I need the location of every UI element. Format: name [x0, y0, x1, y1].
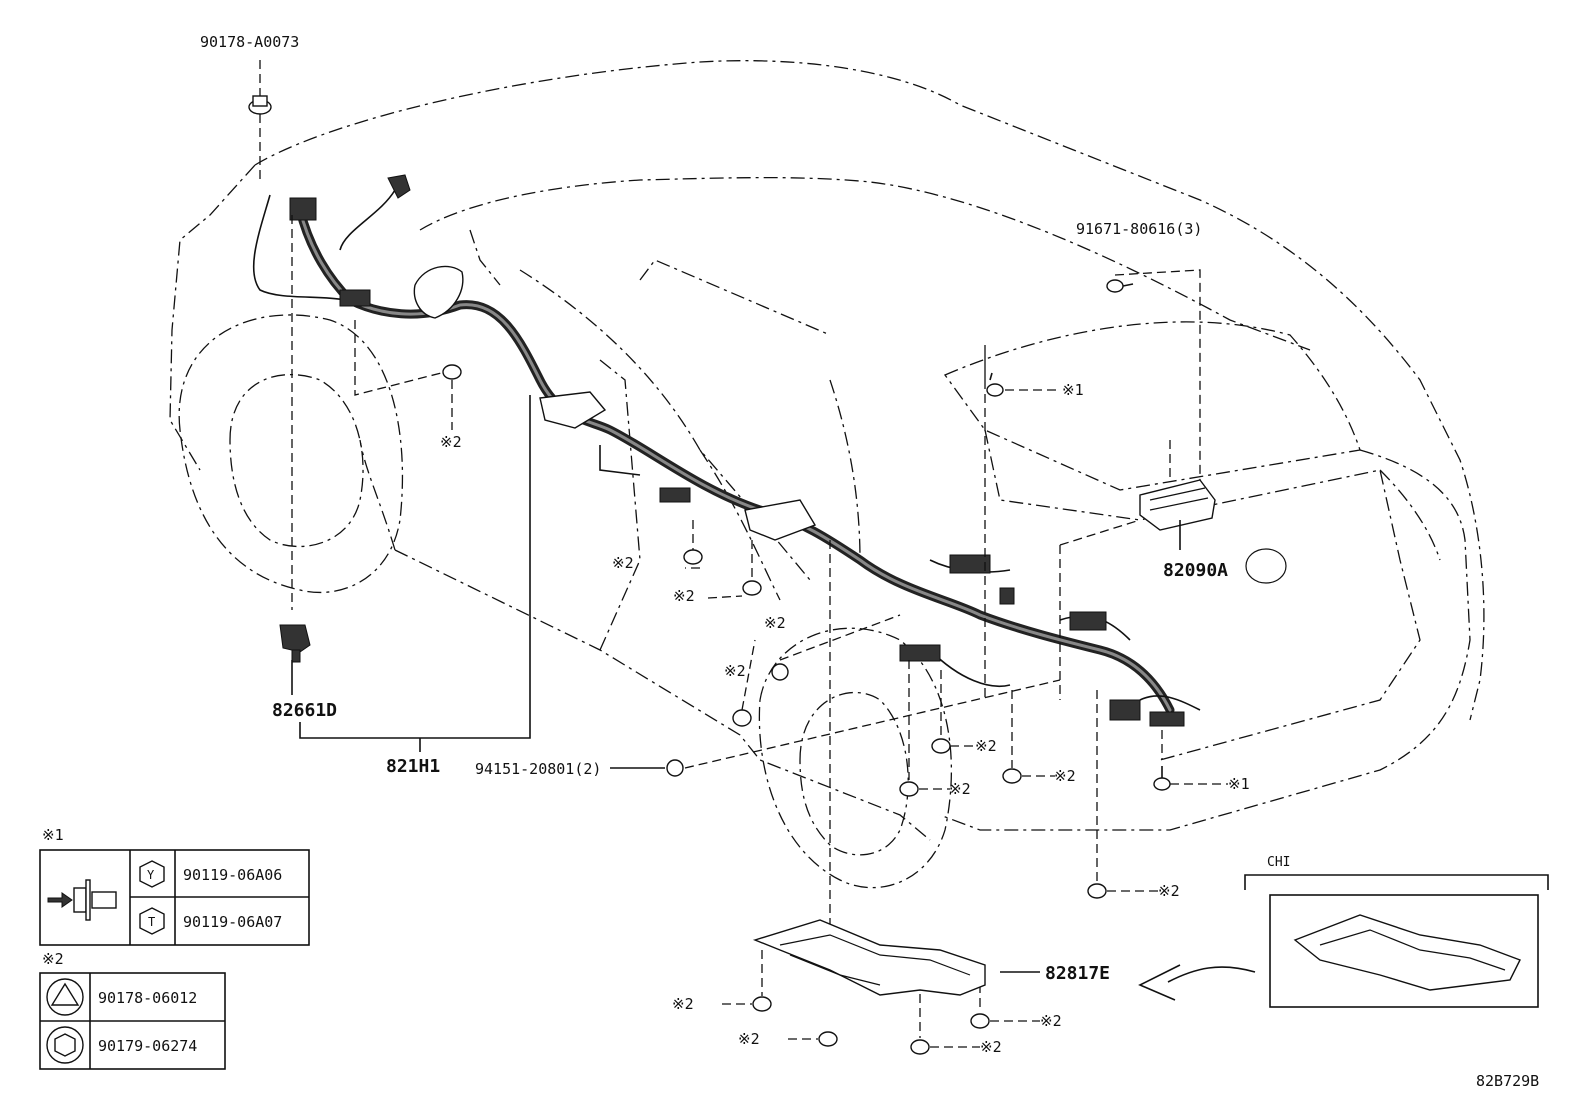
label-91671-80616: 91671-80616(3) — [1076, 220, 1202, 238]
label-clip-b: ※2 — [673, 587, 695, 605]
label-clip-g: ※2 — [949, 780, 971, 798]
leader-lines — [259, 60, 1228, 1048]
label-mark2-a: ※2 — [440, 433, 462, 451]
inset-chi — [1138, 874, 1549, 1008]
label-82661D: 82661D — [272, 700, 337, 721]
label-clip-h: ※1 — [1228, 775, 1250, 793]
label-821H1: 821H1 — [386, 756, 440, 777]
label-clip-k: ※2 — [738, 1030, 760, 1048]
nut-y-icon — [139, 860, 165, 888]
label-82817E: 82817E — [1045, 963, 1110, 984]
legend1-code-y: 90119-06A06 — [183, 866, 282, 884]
wire-harness — [252, 174, 1216, 727]
label-clip-d: ※2 — [724, 662, 746, 680]
legend2-mark: ※2 — [42, 950, 64, 968]
label-clip-i: ※2 — [1158, 882, 1180, 900]
legend1-t-letter: T — [148, 915, 155, 929]
label-clip-e: ※2 — [975, 737, 997, 755]
label-mark1-a: ※1 — [1062, 381, 1084, 399]
legend-2 — [39, 972, 226, 1070]
legend-1 — [39, 849, 310, 946]
nut-t-icon — [139, 907, 165, 935]
labels: 90178-A0073 91671-80616(3) ※1 ※2 82090A … — [42, 33, 1539, 1090]
label-clip-j: ※2 — [672, 995, 694, 1013]
legend2-code-a: 90178-06012 — [98, 989, 197, 1007]
inset-label: CHI — [1267, 855, 1290, 870]
label-94151-20801: 94151-20801(2) — [475, 760, 601, 778]
arrow-icon — [47, 892, 73, 908]
label-clip-l: ※2 — [980, 1038, 1002, 1056]
legend2-code-b: 90179-06274 — [98, 1037, 197, 1055]
label-82090A: 82090A — [1163, 560, 1228, 581]
legend1-mark: ※1 — [42, 826, 64, 844]
under-cover — [752, 919, 986, 996]
label-clip-a: ※2 — [612, 554, 634, 572]
fasteners — [248, 95, 1171, 1055]
label-clip-m: ※2 — [1040, 1012, 1062, 1030]
label-clip-c: ※2 — [764, 614, 786, 632]
vehicle-outline — [169, 60, 1485, 889]
legend1-code-t: 90119-06A07 — [183, 913, 282, 931]
legend1-y-letter: Y — [147, 868, 155, 882]
label-90178-A0073: 90178-A0073 — [200, 33, 299, 51]
label-clip-f: ※2 — [1054, 767, 1076, 785]
figure-id: 82B729B — [1476, 1072, 1539, 1090]
